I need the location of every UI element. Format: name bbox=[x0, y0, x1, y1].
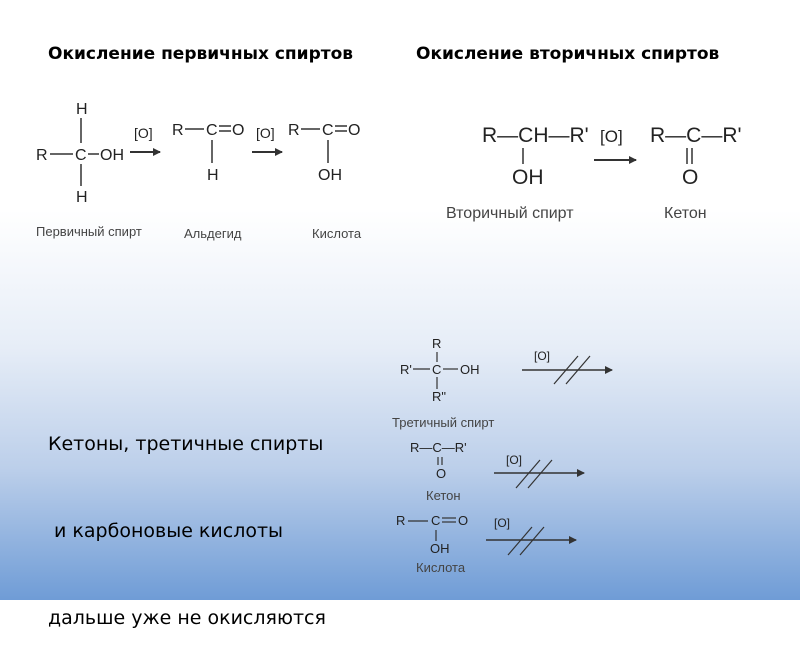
atom-o: O bbox=[232, 122, 244, 139]
atom-h: H bbox=[207, 167, 219, 184]
ketone-structure: R—C—R' O Кетон bbox=[650, 124, 742, 222]
atom-o: O bbox=[436, 466, 446, 481]
atom-r: R bbox=[172, 122, 184, 139]
atom-c: C bbox=[432, 362, 441, 377]
ketone-small-structure: R—C—R' O Кетон bbox=[410, 440, 467, 503]
atom-r: R bbox=[288, 122, 300, 139]
oxidant-label: [O] bbox=[134, 125, 153, 141]
note-text: Кетоны, третичные спирты и карбоновые ки… bbox=[48, 372, 326, 662]
oxidant-label: [O] bbox=[506, 453, 522, 467]
primary-alcohol-structure: H R C OH H Первичный спирт bbox=[36, 101, 142, 239]
label-primary-alcohol: Первичный спирт bbox=[36, 224, 142, 239]
atom-c: C bbox=[431, 513, 440, 528]
acid-small-structure: R C O OH Кислота bbox=[396, 513, 468, 575]
tertiary-alcohol-structure: R R' C OH R" Третичный спирт bbox=[392, 336, 494, 430]
label-acid-small: Кислота bbox=[416, 560, 466, 575]
oxidation-arrow-3: [O] bbox=[594, 127, 637, 164]
oxidation-arrow-1: [O] bbox=[130, 125, 161, 156]
atom-c: C bbox=[75, 147, 87, 164]
atom-oh: OH bbox=[100, 147, 124, 164]
label-aldehyde: Альдегид bbox=[184, 226, 242, 241]
oxidant-label: [O] bbox=[600, 127, 623, 146]
oxidant-label: [O] bbox=[494, 516, 510, 530]
oxidant-label: [O] bbox=[256, 125, 275, 141]
aldehyde-structure: R C O H Альдегид bbox=[172, 122, 244, 241]
atom-oh: OH bbox=[460, 362, 480, 377]
secondary-alcohol-structure: R—CH—R' OH Вторичный спирт bbox=[446, 124, 589, 222]
atom-r: R bbox=[432, 336, 441, 351]
atom-o: O bbox=[682, 166, 698, 189]
reaction-schemes: H R C OH H Первичный спирт [O] R C O H А… bbox=[36, 101, 742, 575]
label-ketone: Кетон bbox=[664, 205, 707, 222]
oxidant-label: [O] bbox=[534, 349, 550, 363]
heading-secondary-oxidation: Окисление вторичных спиртов bbox=[416, 44, 720, 64]
note-line-1: Кетоны, третичные спирты bbox=[48, 433, 324, 455]
blocked-arrow-3: [O] bbox=[486, 516, 577, 556]
label-secondary-alcohol: Вторичный спирт bbox=[446, 205, 574, 222]
blocked-arrow-2: [O] bbox=[494, 453, 585, 489]
atom-oh: OH bbox=[318, 167, 342, 184]
note-line-2: и карбоновые кислоты bbox=[48, 520, 284, 542]
oxidation-arrow-2: [O] bbox=[252, 125, 283, 156]
label-ketone-small: Кетон bbox=[426, 488, 461, 503]
formula-secondary-alcohol: R—CH—R' bbox=[482, 124, 589, 147]
atom-o: O bbox=[348, 122, 360, 139]
atom-oh: OH bbox=[512, 166, 544, 189]
carboxylic-acid-structure: R C O OH Кислота bbox=[288, 122, 362, 241]
atom-c: C bbox=[322, 122, 334, 139]
atom-c: C bbox=[206, 122, 218, 139]
atom-h-top: H bbox=[76, 101, 88, 118]
atom-r: R bbox=[36, 147, 48, 164]
atom-r-double-prime: R" bbox=[432, 389, 446, 404]
heading-primary-oxidation: Окисление первичных спиртов bbox=[48, 44, 354, 64]
atom-r-prime: R' bbox=[400, 362, 412, 377]
formula-ketone: R—C—R' bbox=[410, 440, 467, 455]
note-line-3: дальше уже не окисляются bbox=[48, 607, 326, 629]
atom-h-bottom: H bbox=[76, 189, 88, 206]
atom-oh: OH bbox=[430, 541, 450, 556]
label-acid: Кислота bbox=[312, 226, 362, 241]
label-tertiary-alcohol: Третичный спирт bbox=[392, 415, 494, 430]
blocked-arrow-1: [O] bbox=[522, 349, 613, 385]
atom-o: O bbox=[458, 513, 468, 528]
formula-ketone: R—C—R' bbox=[650, 124, 742, 147]
atom-r: R bbox=[396, 513, 405, 528]
